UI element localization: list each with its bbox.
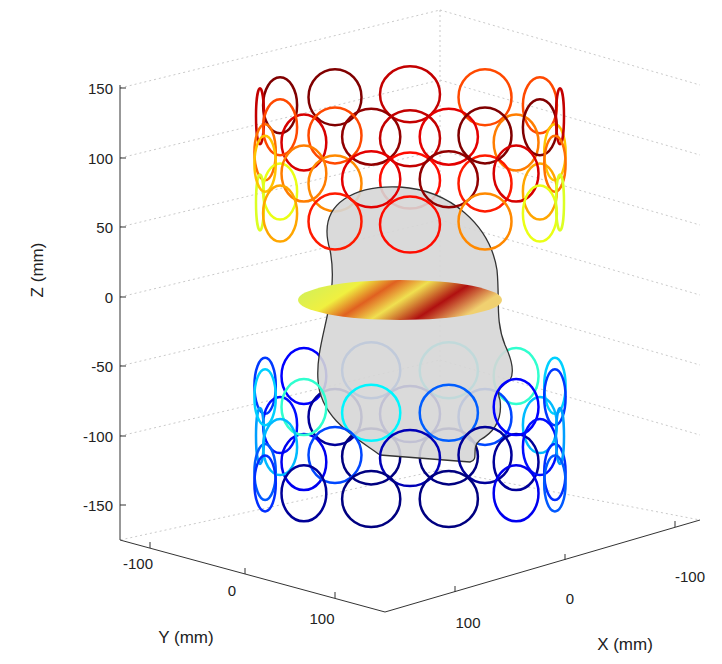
coil-loop [544,455,565,511]
coil-loop [309,194,362,250]
axis-title: Y (mm) [158,628,213,648]
coil-loop [459,194,512,250]
coil-loop [523,99,557,155]
coil-loop [342,471,400,527]
tick-label: 100 [455,614,480,631]
coil-loop [254,369,275,425]
coil-loop [309,107,362,163]
coil-loop [263,419,297,475]
tick-label: 150 [88,80,113,97]
coil-loop [254,455,275,511]
axis-title: Z (mm) [28,243,48,298]
coil-loop [459,107,512,163]
tick-label: -100 [675,568,705,585]
tick-label: 0 [105,289,113,306]
coil-loop [523,186,557,242]
field-slice [298,280,502,320]
coil-loop [556,175,564,231]
coil-rings-back [254,66,565,500]
coil-loop [254,136,275,192]
tick-label: 0 [228,582,236,599]
tick-label: 50 [96,219,113,236]
coil-loop [282,465,327,521]
coil-loop [494,146,539,202]
coil-rings-front [254,88,565,527]
tick-label: -100 [83,428,113,445]
coil-loop [420,471,478,527]
coil-loop [494,465,539,521]
coil-loop [459,427,512,483]
coil-loop [282,434,327,490]
head-silhouette [318,187,513,462]
tick-label: -50 [91,358,113,375]
tick-label: 100 [88,150,113,167]
coil-loop [544,358,565,414]
axes [120,85,700,612]
tick-label: -100 [123,555,153,572]
coil-loop [282,379,327,435]
coil-loop [263,186,297,242]
tick-label: 100 [309,610,334,627]
coil-loop [263,99,297,155]
tick-label: -150 [83,497,113,514]
grid-lines [120,10,700,540]
coil-loop [523,419,557,475]
coil-loop [494,379,539,435]
coil-loop [494,434,539,490]
axis-title: X (mm) [597,635,653,655]
tick-label: 0 [566,590,574,607]
coil-loop [254,358,275,414]
coil-loop [380,197,440,253]
coil-loop [309,427,362,483]
coil-loop [282,146,327,202]
